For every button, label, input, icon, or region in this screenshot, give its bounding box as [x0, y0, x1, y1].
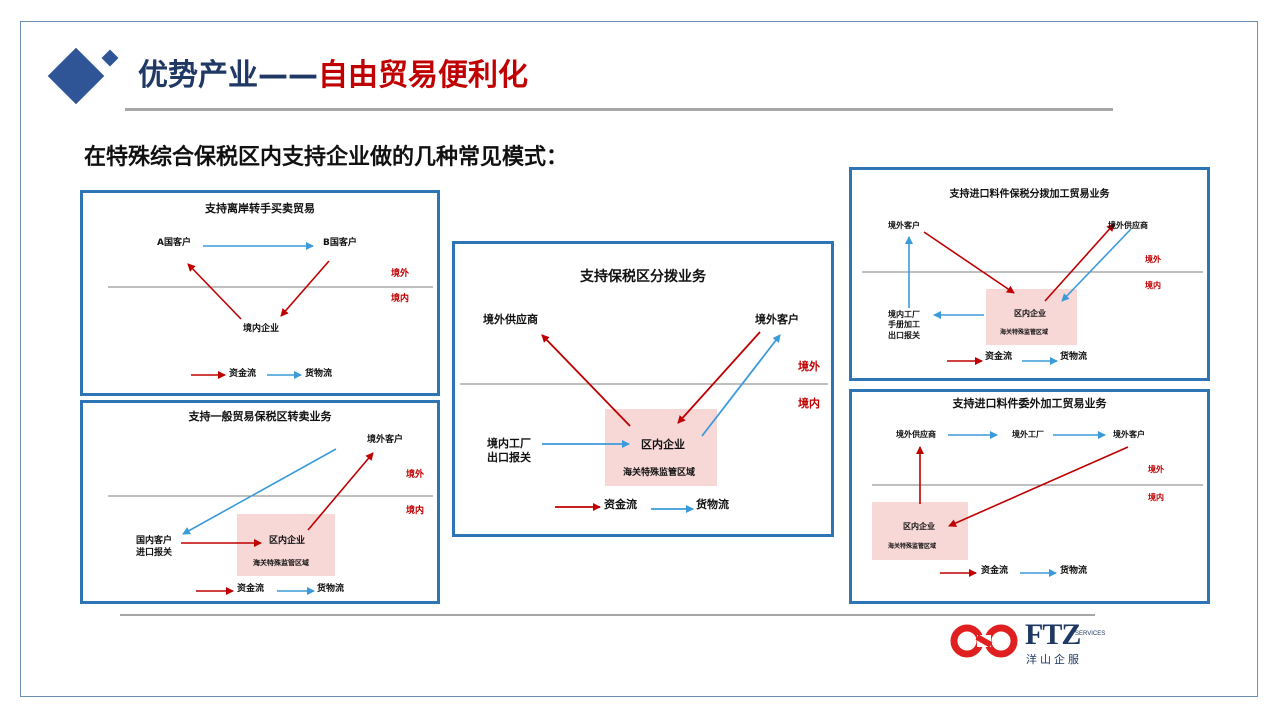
- money-flow-arrow: [1044, 223, 1115, 302]
- money-flow-arrow: [948, 446, 1129, 527]
- footer-divider: [120, 614, 1095, 616]
- node-zone-enterprise: 区内企业: [903, 522, 935, 531]
- logo-brand-text: FTZ: [1025, 618, 1081, 651]
- domestic-factory-line1: 境内工厂: [487, 437, 531, 450]
- page-subtitle: 在特殊综合保税区内支持企业做的几种常见模式：: [84, 145, 569, 170]
- label-inside: 境内: [1145, 281, 1161, 290]
- import-bonded-diagram: [862, 223, 1203, 365]
- node-domestic-factory: 境内工厂手册加工出口报关: [888, 310, 920, 341]
- page-title: 优势产业——自由贸易便利化: [138, 58, 528, 94]
- node-overseas-client: 境外客户: [367, 435, 404, 445]
- general-trade-diagram: [108, 448, 433, 595]
- distribution-diagram: [460, 331, 828, 513]
- legend-goods-label: 货物流: [1060, 566, 1088, 576]
- title-part1: 优势产业——: [138, 58, 318, 93]
- zone-caption: 海关特殊监管区域: [253, 559, 309, 567]
- customs-zone: [237, 514, 335, 576]
- node-overseas-factory: 境外工厂: [1012, 430, 1044, 439]
- money-flow-arrow: [677, 331, 761, 424]
- domestic-factory-line2: 出口报关: [487, 451, 531, 465]
- factory-line2: 手册加工: [888, 320, 920, 330]
- panel-title: 支持离岸转手买卖贸易: [205, 202, 315, 215]
- legend-money-label: 资金流: [237, 584, 265, 594]
- legend-goods-label: 货物流: [696, 498, 729, 511]
- money-flow-arrow: [923, 231, 1015, 294]
- infinity-loop-icon: [950, 624, 1018, 658]
- panel-distribution: 支持保税区分拨业务 境外供应商 境外客户 境外 境内 境内工厂出口报关 区内企业…: [452, 241, 834, 537]
- label-outside: 境外: [1145, 255, 1161, 264]
- label-outside: 境外: [391, 269, 410, 279]
- goods-flow-arrow: [182, 448, 337, 535]
- money-flow-arrow: [541, 334, 631, 427]
- money-flow-arrow: [187, 263, 242, 320]
- legend-goods-label: 货物流: [317, 584, 345, 594]
- label-inside: 境内: [406, 506, 425, 516]
- node-domestic-enterprise: 境内企业: [243, 324, 280, 334]
- panel-title: 支持一般贸易保税区转卖业务: [188, 410, 332, 423]
- label-outside: 境外: [1148, 465, 1164, 474]
- logo-services-text: SERVICES: [1075, 631, 1106, 637]
- domestic-client-line1: 国内客户: [136, 536, 173, 546]
- customs-zone: [872, 502, 968, 560]
- node-domestic-factory: 境内工厂出口报关: [487, 437, 531, 466]
- node-country-b-client: B国客户: [323, 238, 357, 248]
- node-zone-enterprise: 区内企业: [1014, 309, 1046, 318]
- zone-caption: 海关特殊监管区域: [623, 468, 696, 478]
- node-overseas-client: 境外客户: [755, 313, 799, 326]
- money-flow-arrow: [307, 452, 374, 531]
- node-overseas-supplier: 境外供应商: [1108, 221, 1148, 230]
- panel-general-trade: 支持一般贸易保税区转卖业务 境外客户 境外 境内 国内客户进口报关 区内企业 海…: [80, 400, 440, 604]
- panel-title: 支持进口料件委外加工贸易业务: [952, 397, 1107, 410]
- panel-title: 支持保税区分拨业务: [580, 269, 706, 285]
- label-outside: 境外: [406, 470, 425, 480]
- legend-money-label: 资金流: [985, 352, 1013, 362]
- factory-line3: 出口报关: [888, 330, 920, 340]
- node-overseas-client: 境外客户: [888, 221, 920, 230]
- title-part2: 自由贸易便利化: [318, 58, 528, 93]
- slide-frame: [20, 21, 1258, 697]
- outsourced-diagram: [872, 431, 1203, 577]
- panel-offshore-trade: 支持离岸转手买卖贸易 A国客户 B国客户 境外 境内 境内企业 资金流 货物流: [80, 190, 440, 396]
- label-outside: 境外: [798, 360, 820, 373]
- node-domestic-client: 国内客户进口报关: [136, 536, 172, 559]
- node-country-a-client: A国客户: [157, 238, 191, 248]
- label-inside: 境内: [1148, 493, 1164, 502]
- goods-flow-arrow: [1061, 228, 1132, 302]
- legend-money-label: 资金流: [229, 369, 257, 379]
- legend-money-label: 资金流: [981, 566, 1009, 576]
- zone-caption: 海关特殊监管区域: [888, 543, 937, 550]
- factory-line1: 境内工厂: [888, 310, 920, 319]
- panel-title: 支持进口料件保税分拨加工贸易业务: [949, 189, 1110, 200]
- zone-caption: 海关特殊监管区域: [1000, 329, 1049, 336]
- offshore-diagram: [108, 242, 433, 379]
- goods-flow-arrow: [701, 334, 781, 437]
- legend-goods-label: 货物流: [1060, 352, 1088, 362]
- legend-goods-label: 货物流: [305, 369, 333, 379]
- title-divider: [125, 108, 1113, 111]
- node-zone-enterprise: 区内企业: [269, 536, 306, 546]
- company-logo: FTZ SERVICES 洋山企服: [948, 618, 1105, 666]
- node-zone-enterprise: 区内企业: [641, 438, 685, 451]
- panel-outsourced-processing: 支持进口料件委外加工贸易业务 境外供应商 境外工厂 境外客户 境外 境内 区内企…: [849, 389, 1210, 604]
- label-inside: 境内: [391, 294, 410, 304]
- label-inside: 境内: [798, 397, 820, 410]
- logo-cn-name: 洋山企服: [1026, 653, 1082, 666]
- node-overseas-client: 境外客户: [1113, 430, 1145, 439]
- node-overseas-supplier: 境外供应商: [896, 430, 936, 439]
- domestic-client-line2: 进口报关: [136, 547, 173, 558]
- panel-import-bonded: 支持进口料件保税分拨加工贸易业务 境外客户 境外供应商 境外 境内 境内工厂手册…: [849, 167, 1210, 381]
- money-flow-arrow: [280, 260, 330, 317]
- legend-money-label: 资金流: [604, 498, 637, 511]
- node-overseas-supplier: 境外供应商: [483, 313, 538, 326]
